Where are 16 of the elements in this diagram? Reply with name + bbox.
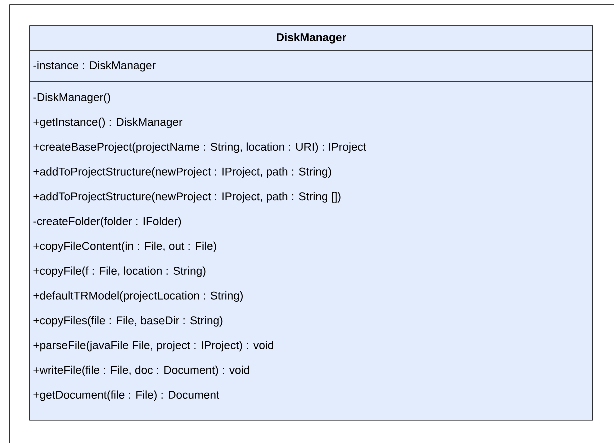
class-box xyxy=(30,26,594,421)
method-text: +parseFile(javaFile File, project : IProject) : void xyxy=(34,341,274,352)
method-text: +copyFileContent(in : File, out : File) xyxy=(34,242,216,252)
method-text: +defaultTRModel(projectLocation : String) xyxy=(34,292,243,302)
method-text: +writeFile(file : File, doc : Document) : void xyxy=(34,366,250,376)
method-text: +addToProjectStructure(newProject : IProject, path : String) xyxy=(34,168,332,178)
attribute-text: -instance : DiskManager xyxy=(34,61,156,72)
method-text: +getInstance() : DiskManager xyxy=(34,118,183,128)
method-text: +addToProjectStructure(newProject : IProject, path : String []) xyxy=(34,192,341,203)
method-text: +copyFiles(file : File, baseDir : String) xyxy=(34,316,223,327)
method-text: +copyFile(f : File, location : String) xyxy=(34,266,206,278)
method-text: -createFolder(folder : IFolder) xyxy=(34,217,182,228)
method-text: -DiskManager() xyxy=(34,93,110,104)
method-text: +createBaseProject(projectName : String, location : URI) : IProject xyxy=(34,142,366,154)
method-text: +getDocument(file : File) : Document xyxy=(34,390,220,402)
class-name: DiskManager xyxy=(277,33,346,44)
